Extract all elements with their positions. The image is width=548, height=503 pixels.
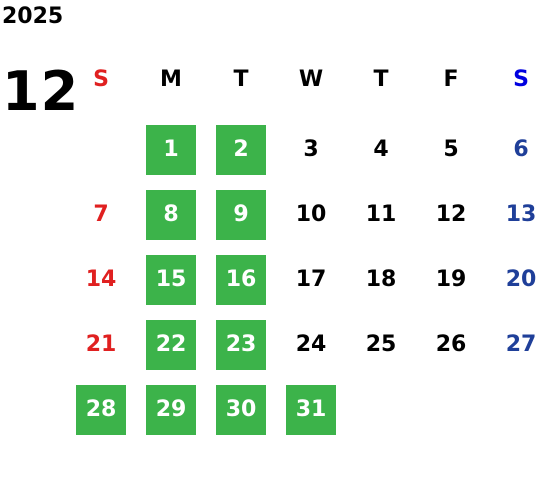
day-cell-29[interactable]: 29 [146,385,196,435]
day-cell-3[interactable]: 3 [303,137,319,162]
day-cell-10[interactable]: 10 [295,202,327,227]
day-cell-2[interactable]: 2 [216,125,266,175]
day-cell-4[interactable]: 4 [373,137,389,162]
day-cell-20[interactable]: 20 [505,267,537,292]
day-cell-13[interactable]: 13 [505,202,537,227]
weekday-header-sun: S [93,67,109,92]
day-cell-23[interactable]: 23 [216,320,266,370]
weekday-header-fri: F [443,67,459,92]
day-cell-1[interactable]: 1 [146,125,196,175]
year-label: 2025 [2,4,64,29]
day-cell-6[interactable]: 6 [513,137,529,162]
day-cell-8[interactable]: 8 [146,190,196,240]
day-cell-15[interactable]: 15 [146,255,196,305]
day-cell-28[interactable]: 28 [76,385,126,435]
day-cell-12[interactable]: 12 [435,202,467,227]
day-cell-7[interactable]: 7 [93,202,109,227]
day-cell-18[interactable]: 18 [365,267,397,292]
day-cell-14[interactable]: 14 [85,267,117,292]
day-cell-27[interactable]: 27 [505,332,537,357]
weekday-header-thu: T [373,67,389,92]
day-cell-17[interactable]: 17 [295,267,327,292]
day-cell-30[interactable]: 30 [216,385,266,435]
day-cell-22[interactable]: 22 [146,320,196,370]
day-cell-24[interactable]: 24 [295,332,327,357]
weekday-header-wed: W [298,67,324,92]
day-cell-31[interactable]: 31 [286,385,336,435]
day-cell-11[interactable]: 11 [365,202,397,227]
day-cell-16[interactable]: 16 [216,255,266,305]
weekday-header-tue: T [233,67,249,92]
month-label: 12 [2,60,80,123]
day-cell-21[interactable]: 21 [85,332,117,357]
weekday-header-sat: S [513,67,529,92]
day-cell-5[interactable]: 5 [443,137,459,162]
weekday-header-mon: M [160,67,182,92]
day-cell-26[interactable]: 26 [435,332,467,357]
day-cell-25[interactable]: 25 [365,332,397,357]
day-cell-9[interactable]: 9 [216,190,266,240]
day-cell-19[interactable]: 19 [435,267,467,292]
